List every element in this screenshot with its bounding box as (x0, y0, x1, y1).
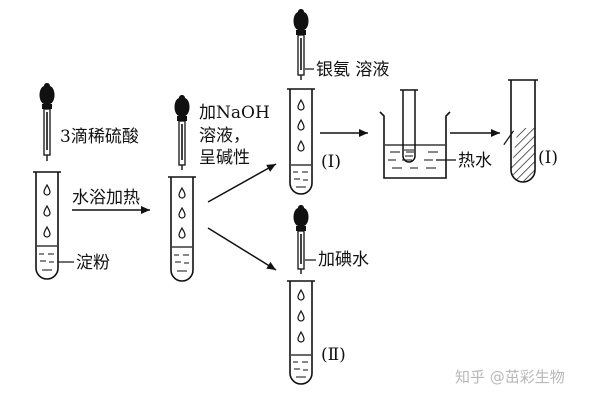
test-tube-after-naoh (168, 176, 196, 282)
test-tube-starch (33, 171, 61, 280)
test-tube-one (287, 88, 315, 195)
test-tube-two (287, 280, 315, 385)
label-silver-ammonia: 银氨 溶液 (316, 60, 390, 80)
label-tube-two: (Ⅱ) (321, 345, 346, 365)
dropper-iodine (293, 205, 309, 274)
label-result-tube-one: (Ⅰ) (538, 148, 558, 168)
label-alkaline: 呈碱性 (199, 148, 250, 168)
label-dilute-sulfuric-acid: 3滴稀硫酸 (60, 127, 139, 147)
label-iodine-water: 加碘水 (318, 250, 369, 270)
hot-water-beaker (379, 89, 451, 179)
label-water-bath-heating: 水浴加热 (72, 188, 140, 208)
result-tube-silver-mirror (503, 79, 538, 183)
dropper-silver-ammonia (293, 9, 309, 80)
label-add-naoh: 加NaOH (199, 103, 270, 123)
label-tube-one: (Ⅰ) (321, 152, 341, 172)
label-hot-water: 热水 (458, 151, 492, 171)
dropper-naoh (174, 95, 190, 170)
dropper-acid (39, 83, 55, 161)
watermark: 知乎 @茁彩生物 (455, 368, 565, 386)
label-starch: 淀粉 (76, 253, 110, 273)
arrow-to-tube-two (207, 227, 277, 271)
arrow-to-tube-one (207, 163, 277, 203)
label-solution: 溶液， (199, 126, 250, 146)
